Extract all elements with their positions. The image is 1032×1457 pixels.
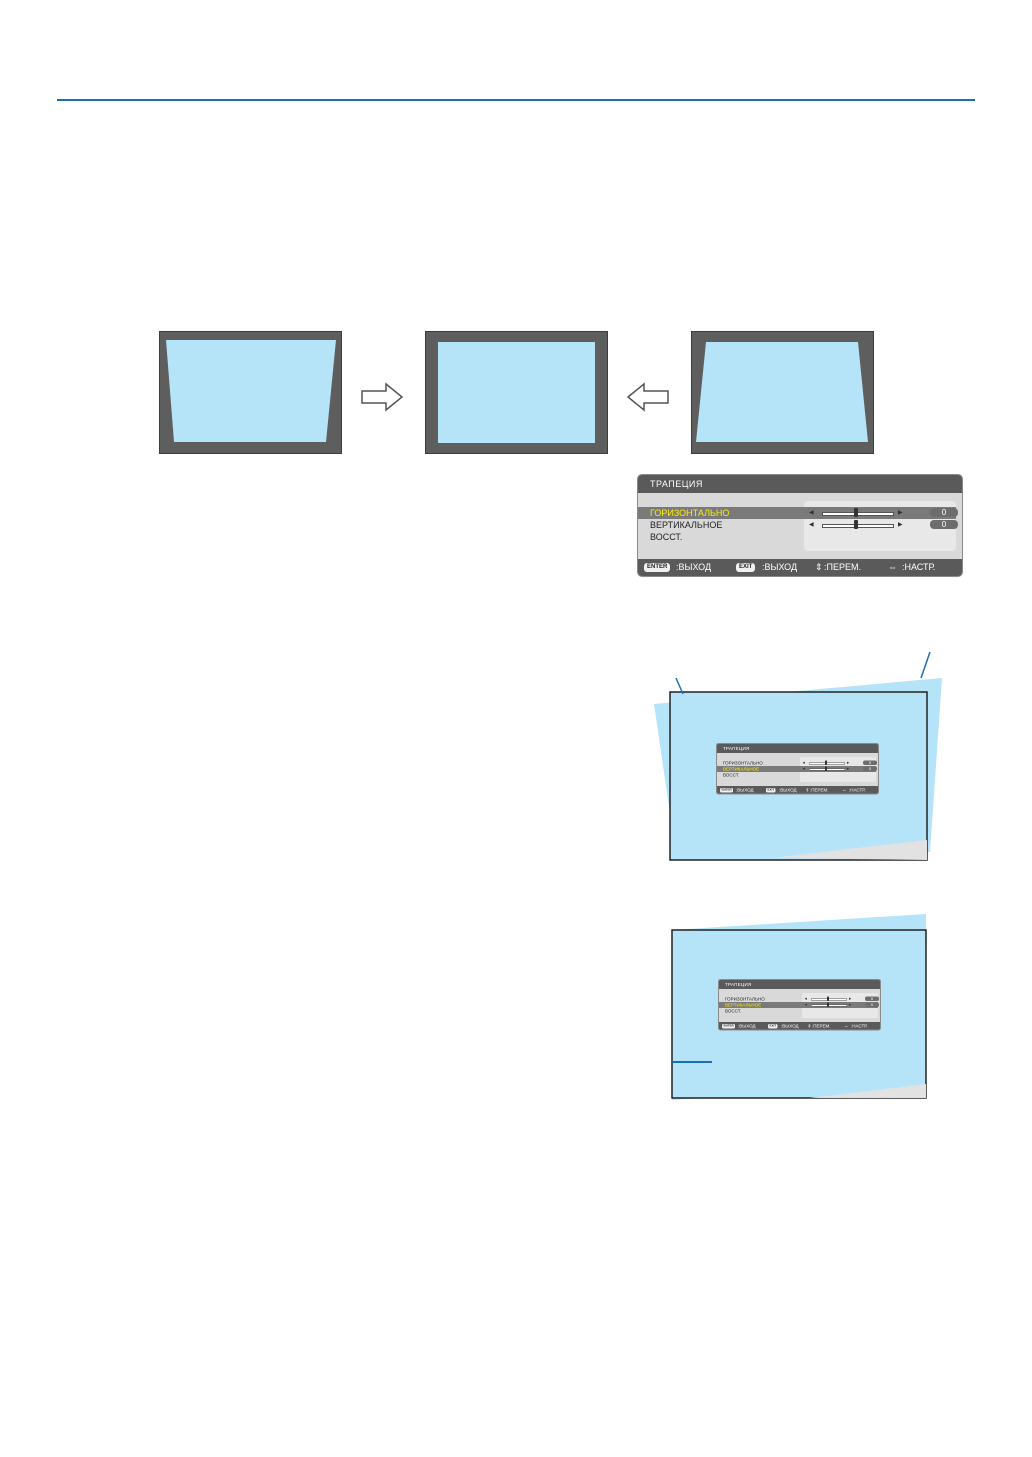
callout-line: [920, 651, 931, 679]
slider-left-arrow-icon: ◀: [809, 510, 814, 516]
mini-osd-menu: ТРАПЕЦИЯ ГОРИЗОНТАЛЬНО ◀▶ 0 ВЕРТИКАЛЬНОЕ…: [718, 979, 881, 1031]
enter-key-icon: ENTER: [644, 563, 671, 572]
horizontal-slider[interactable]: ◀ ▶: [806, 507, 916, 519]
horizontal-value: 0: [930, 508, 958, 517]
slider-right-arrow-icon: ▶: [898, 510, 903, 516]
keystone-wide-top-shape: [166, 340, 336, 442]
callout-line: [675, 677, 684, 695]
vertical-slider[interactable]: ◀ ▶: [806, 519, 916, 531]
exit-key-icon: EXIT: [736, 563, 756, 572]
arrow-right-icon: [361, 382, 404, 412]
osd-title: ТРАПЕЦИЯ: [638, 475, 962, 493]
osd-item-vertical[interactable]: ВЕРТИКАЛЬНОЕ ◀ ▶ 0: [638, 519, 958, 531]
rectangle-shape: [438, 342, 595, 443]
updown-arrows-icon: ⇕: [815, 562, 823, 572]
mini-osd-menu: ТРАПЕЦИЯ ГОРИЗОНТАЛЬНО ◀▶ 0 ВЕРТИКАЛЬНОЕ…: [716, 743, 879, 795]
osd-item-reset[interactable]: ВОССТ.: [650, 532, 683, 542]
keystone-before-screen: [159, 331, 342, 454]
arrow-left-icon: [626, 382, 669, 412]
keystone-wide-bottom-shape: [696, 342, 868, 442]
vertical-value: 0: [930, 520, 958, 529]
keystone-corrected-screen: [425, 331, 608, 454]
keystone-osd-menu: ТРАПЕЦИЯ ГОРИЗОНТАЛЬНО ◀ ▶ 0 ВЕРТИКАЛЬНО…: [637, 474, 963, 577]
leftright-arrows-icon: ⇔: [888, 562, 897, 572]
header-rule: [57, 99, 975, 101]
slider-right-arrow-icon: ▶: [898, 522, 903, 528]
osd-footer: ENTER :ВЫХОД EXIT :ВЫХОД ⇕ :ПЕРЕМ. ⇔ :НА…: [638, 559, 962, 576]
keystone-after-screen: [691, 331, 874, 454]
osd-item-horizontal[interactable]: ГОРИЗОНТАЛЬНО ◀ ▶ 0: [638, 507, 958, 519]
slider-left-arrow-icon: ◀: [809, 522, 814, 528]
